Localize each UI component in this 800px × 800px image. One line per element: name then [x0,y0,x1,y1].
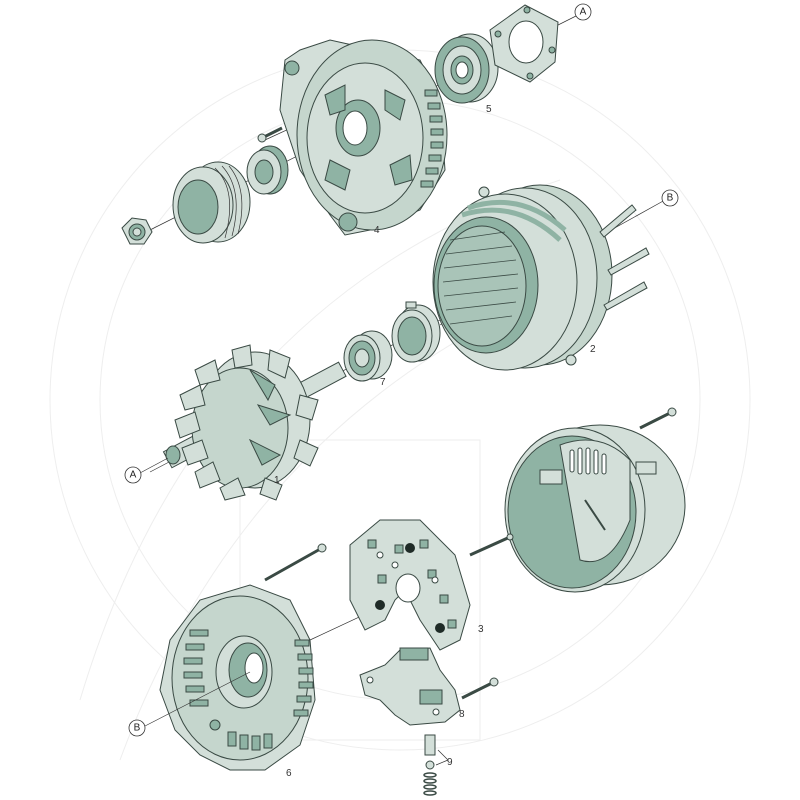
stator-terminals [599,204,650,311]
part-label-8: 8 [459,709,465,720]
slip-ring-end-bracket [159,584,316,771]
callout-a-rotor: A [124,457,169,484]
regulator-screw [461,677,499,700]
part-label-9: 9 [447,757,453,768]
pulley-nut [121,217,153,245]
rotor [162,344,347,501]
callout-a-top: A [574,3,592,21]
callout-b-stator: B [661,189,679,207]
slip-ring-bearing [343,330,393,382]
bearing-sleeve [391,301,441,363]
part-label-7: 7 [380,377,386,388]
svg-text:A: A [130,470,137,481]
rectifier-plate [349,519,471,651]
stator-housing [432,184,613,371]
through-bolt-long [264,543,327,582]
part-label-6: 6 [286,768,292,779]
part-label-1: 1 [274,475,280,486]
svg-text:B: B [667,193,674,204]
rear-cover [504,424,686,593]
svg-text:B: B [134,723,141,734]
part-label-5: 5 [486,104,492,115]
bracket-screw [257,126,283,143]
drive-end-bracket [279,39,448,236]
part-label-2: 2 [590,344,596,355]
spacer-ring [246,145,289,195]
drive-end-bearing [434,33,499,104]
pulley [172,161,251,244]
brush-and-spring [423,734,449,796]
through-bolt-rectifier [469,533,514,557]
svg-text:A: A [580,7,587,18]
bearing-retainer-plate [489,4,559,83]
callout-b-bracket: B [128,719,146,737]
part-label-4: 4 [374,225,380,236]
part-label-3: 3 [478,624,484,635]
cover-bolt [639,407,677,430]
voltage-regulator [359,647,461,726]
